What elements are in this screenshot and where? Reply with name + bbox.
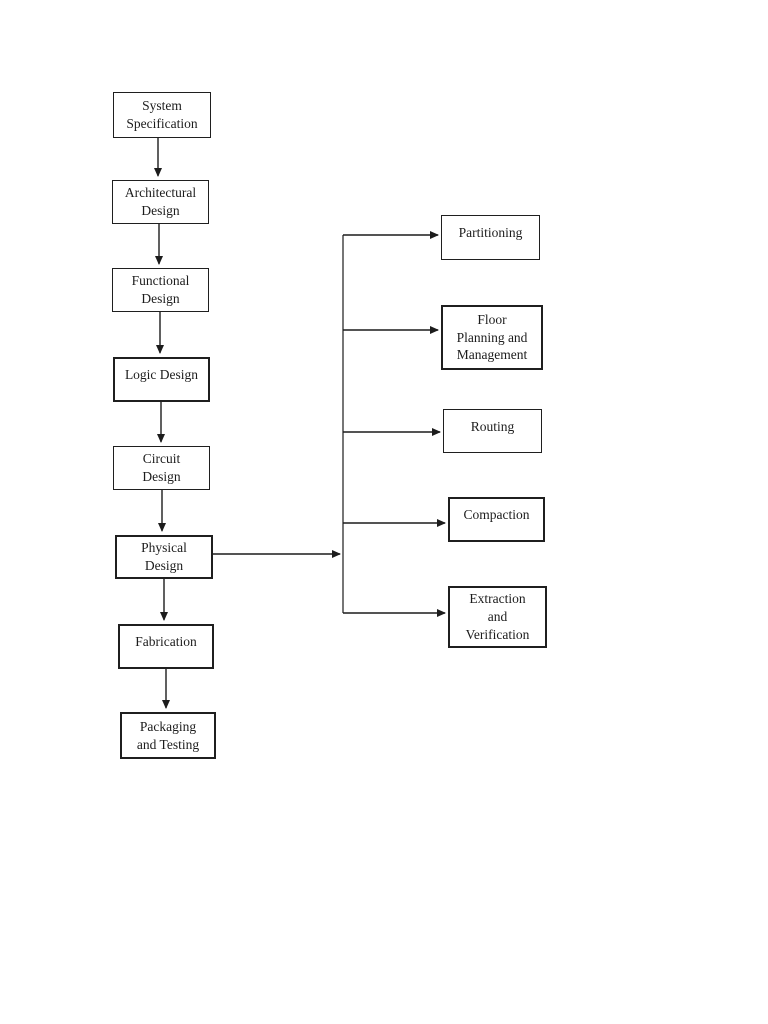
node-functional-design: Functional Design [112,268,209,312]
node-compaction: Compaction [448,497,545,542]
node-fabrication: Fabrication [118,624,214,669]
node-circuit-design: Circuit Design [113,446,210,490]
node-system-specification: System Specification [113,92,211,138]
node-floor-planning-and-management: Floor Planning and Management [441,305,543,370]
node-physical-design: Physical Design [115,535,213,579]
node-architectural-design: Architectural Design [112,180,209,224]
node-routing: Routing [443,409,542,453]
node-logic-design: Logic Design [113,357,210,402]
node-partitioning: Partitioning [441,215,540,260]
node-packaging-and-testing: Packaging and Testing [120,712,216,759]
node-extraction-and-verification: Extraction and Verification [448,586,547,648]
